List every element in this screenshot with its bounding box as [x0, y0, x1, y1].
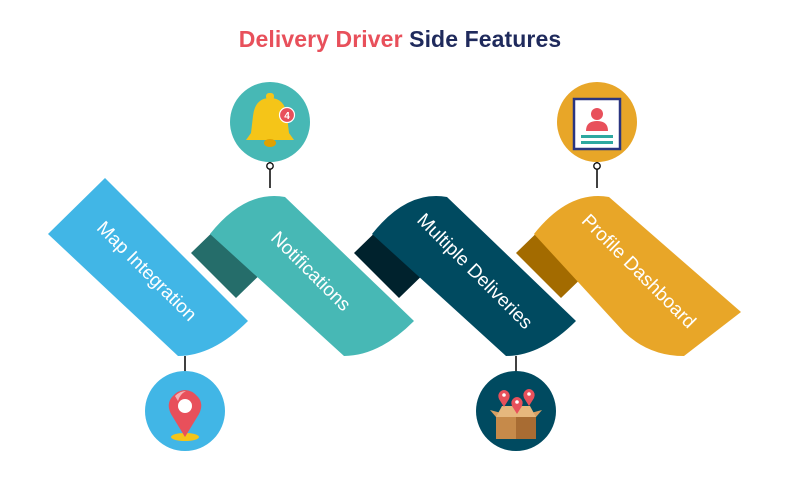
title-rest: Side Features	[409, 26, 562, 52]
connector-notifications	[266, 160, 274, 188]
profile-card-icon	[557, 82, 637, 162]
connector-joint-1	[191, 219, 271, 298]
ribbon-map-integration	[48, 178, 248, 356]
ribbon-notifications	[210, 196, 414, 356]
ribbon-multiple-deliveries	[372, 196, 576, 356]
connector-joint-2	[354, 219, 434, 298]
notification-bell-icon: 4	[230, 82, 310, 162]
title-highlight: Delivery Driver	[238, 26, 403, 52]
bell-badge-count: 4	[284, 111, 290, 122]
delivery-box-icon	[476, 371, 556, 451]
connector-profile-dashboard	[593, 160, 601, 188]
location-pin-icon	[145, 371, 225, 451]
ribbon-profile-dashboard	[534, 196, 741, 356]
page-title: Delivery Driver Side Features	[0, 26, 800, 53]
